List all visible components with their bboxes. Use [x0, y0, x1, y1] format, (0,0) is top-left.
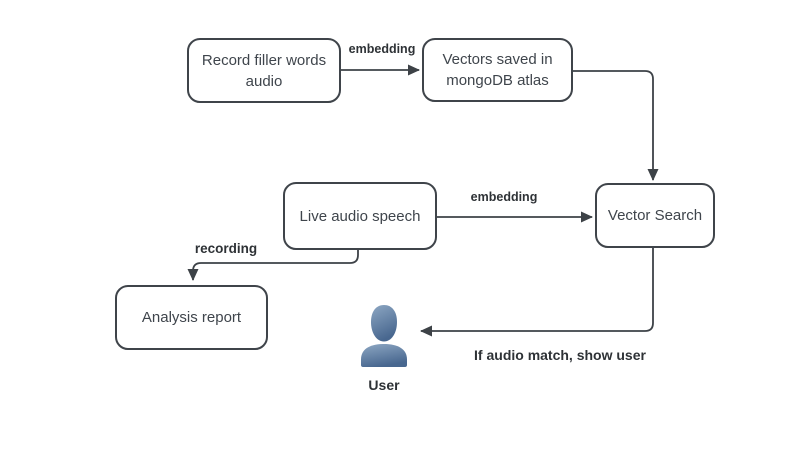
node-label: Record filler words audio: [201, 51, 327, 90]
node-vectors-saved-mongodb: Vectors saved in mongoDB atlas: [422, 38, 573, 102]
node-record-filler-words-audio: Record filler words audio: [187, 38, 341, 103]
node-label: Vectors saved in mongoDB atlas: [442, 51, 553, 89]
edge-vector-search-to-user: [420, 248, 654, 337]
node-label: Analysis report: [141, 309, 242, 326]
user-icon: [361, 305, 407, 367]
edge-label-embedding-top: embedding: [348, 42, 416, 56]
edge-label-audio-match: If audio match, show user: [474, 347, 646, 363]
node-label: Live audio speech: [299, 207, 421, 225]
edge-label-recording: recording: [194, 241, 258, 256]
node-live-audio-speech: Live audio speech: [283, 182, 437, 250]
node-analysis-report: Analysis report: [115, 285, 268, 350]
user-label: User: [368, 377, 400, 393]
edge-vectors-to-vector-search: [573, 70, 659, 181]
node-label: Vector Search: [607, 207, 703, 224]
edge-label-embedding-mid: embedding: [470, 190, 538, 204]
node-vector-search: Vector Search: [595, 183, 715, 248]
